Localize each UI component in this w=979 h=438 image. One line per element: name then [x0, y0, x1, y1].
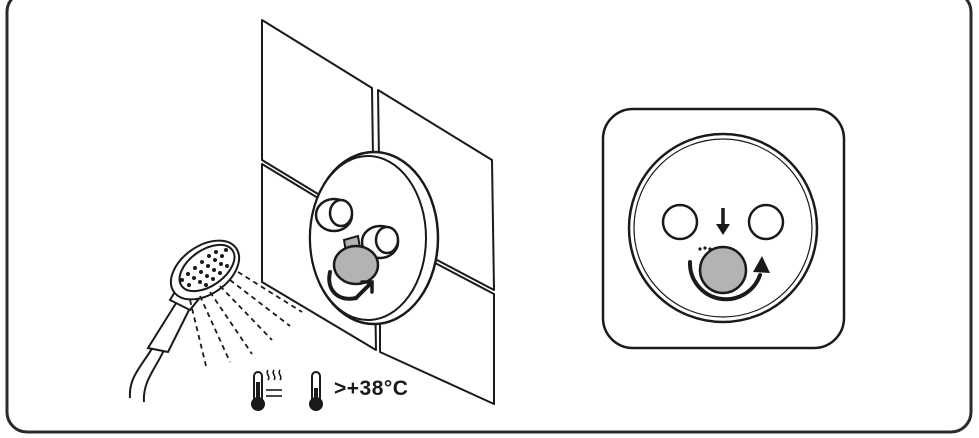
thermometer-icon [309, 371, 323, 411]
water-spray [189, 271, 303, 367]
detail-knob [698, 245, 748, 295]
upper-button [314, 197, 354, 233]
detail-plate-inner [633, 138, 813, 318]
temperature-label: >+38°C [334, 377, 409, 400]
thermostat-knob [332, 234, 380, 286]
outer-frame [5, 0, 973, 434]
nozzle-dots [180, 248, 229, 287]
detail-panel [601, 107, 846, 350]
push-down-arrow-icon [716, 208, 730, 235]
thermometer-hot-icon [251, 369, 282, 411]
clockwise-rotation-arrow-icon [687, 256, 770, 302]
hand-shower-icon [128, 239, 241, 403]
clockwise-rotation-arrow-icon [327, 270, 374, 301]
detail-left-button [661, 203, 699, 241]
detail-right-button [747, 203, 785, 241]
